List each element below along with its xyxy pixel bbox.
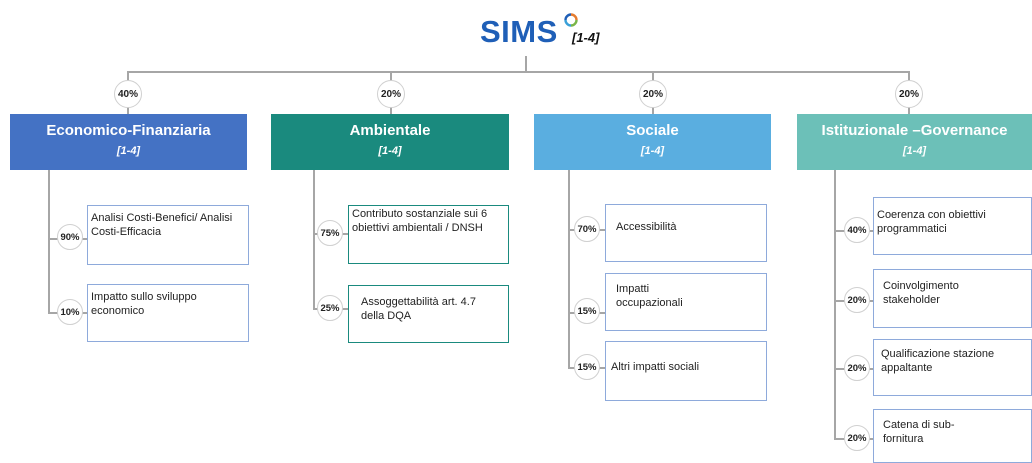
category-range: [1-4] xyxy=(116,145,141,157)
category-name: Ambientale xyxy=(349,122,431,139)
subcriterion-weight-badge: 20% xyxy=(844,287,870,313)
subcriterion-box: Altri impatti sociali xyxy=(605,341,767,401)
subcriterion-weight-badge: 75% xyxy=(317,220,343,246)
title-range: [1-4] xyxy=(572,30,600,45)
column-connector-economico xyxy=(48,170,50,312)
category-name: Sociale xyxy=(626,122,679,139)
subcriterion-weight-badge: 20% xyxy=(844,425,870,451)
top-horizontal-connector xyxy=(127,71,909,73)
subcriterion-box: Qualificazione stazione appaltante xyxy=(873,339,1032,396)
category-ambientale: Ambientale [1-4] xyxy=(271,114,509,170)
category-name: Economico-Finanziaria xyxy=(46,122,211,139)
subcriterion-weight-badge: 15% xyxy=(574,354,600,380)
subcriterion-weight-badge: 10% xyxy=(57,299,83,325)
subcriterion-box: Catena di sub-fornitura xyxy=(873,409,1032,463)
weight-badge-istituzionale: 20% xyxy=(895,80,923,108)
weight-badge-economico: 40% xyxy=(114,80,142,108)
subcriterion-box: Impatti occupazionali xyxy=(605,273,767,331)
subcriterion-box: Coinvolgimento stakeholder xyxy=(873,269,1032,328)
subcriterion-box: Accessibilità xyxy=(605,204,767,262)
title-text: SIMS xyxy=(480,14,558,49)
subcriterion-weight-badge: 70% xyxy=(574,216,600,242)
subcriterion-weight-badge: 15% xyxy=(574,298,600,324)
subcriterion-box: Coerenza con obiettivi programmatici xyxy=(873,197,1032,255)
weight-badge-sociale: 20% xyxy=(639,80,667,108)
subcriterion-weight-badge: 25% xyxy=(317,295,343,321)
sims-logo-ring-icon xyxy=(564,12,578,31)
category-economico: Economico-Finanziaria [1-4] xyxy=(10,114,247,170)
subcriterion-weight-badge: 90% xyxy=(57,224,83,250)
subcriterion-weight-badge: 20% xyxy=(844,355,870,381)
column-connector-istituzionale xyxy=(834,170,836,440)
weight-badge-ambientale: 20% xyxy=(377,80,405,108)
category-range: [1-4] xyxy=(640,145,665,157)
category-range: [1-4] xyxy=(902,145,927,157)
column-connector-ambientale xyxy=(313,170,315,308)
column-connector-sociale xyxy=(568,170,570,368)
subcriterion-box: Assoggettabilità art. 4.7 della DQA xyxy=(348,285,509,343)
subcriterion-box: Impatto sullo sviluppo economico xyxy=(87,284,249,342)
subcriterion-weight-badge: 40% xyxy=(844,217,870,243)
subcriterion-box: Analisi Costi-Benefici/ Analisi Costi-Ef… xyxy=(87,205,249,265)
category-istituzionale: Istituzionale –Governance [1-4] xyxy=(797,114,1032,170)
category-range: [1-4] xyxy=(378,145,402,157)
category-sociale: Sociale [1-4] xyxy=(534,114,771,170)
category-name: Istituzionale –Governance xyxy=(821,122,1008,139)
subcriterion-box: Contributo sostanziale sui 6 obiettivi a… xyxy=(348,205,509,264)
title-connector xyxy=(525,56,527,72)
